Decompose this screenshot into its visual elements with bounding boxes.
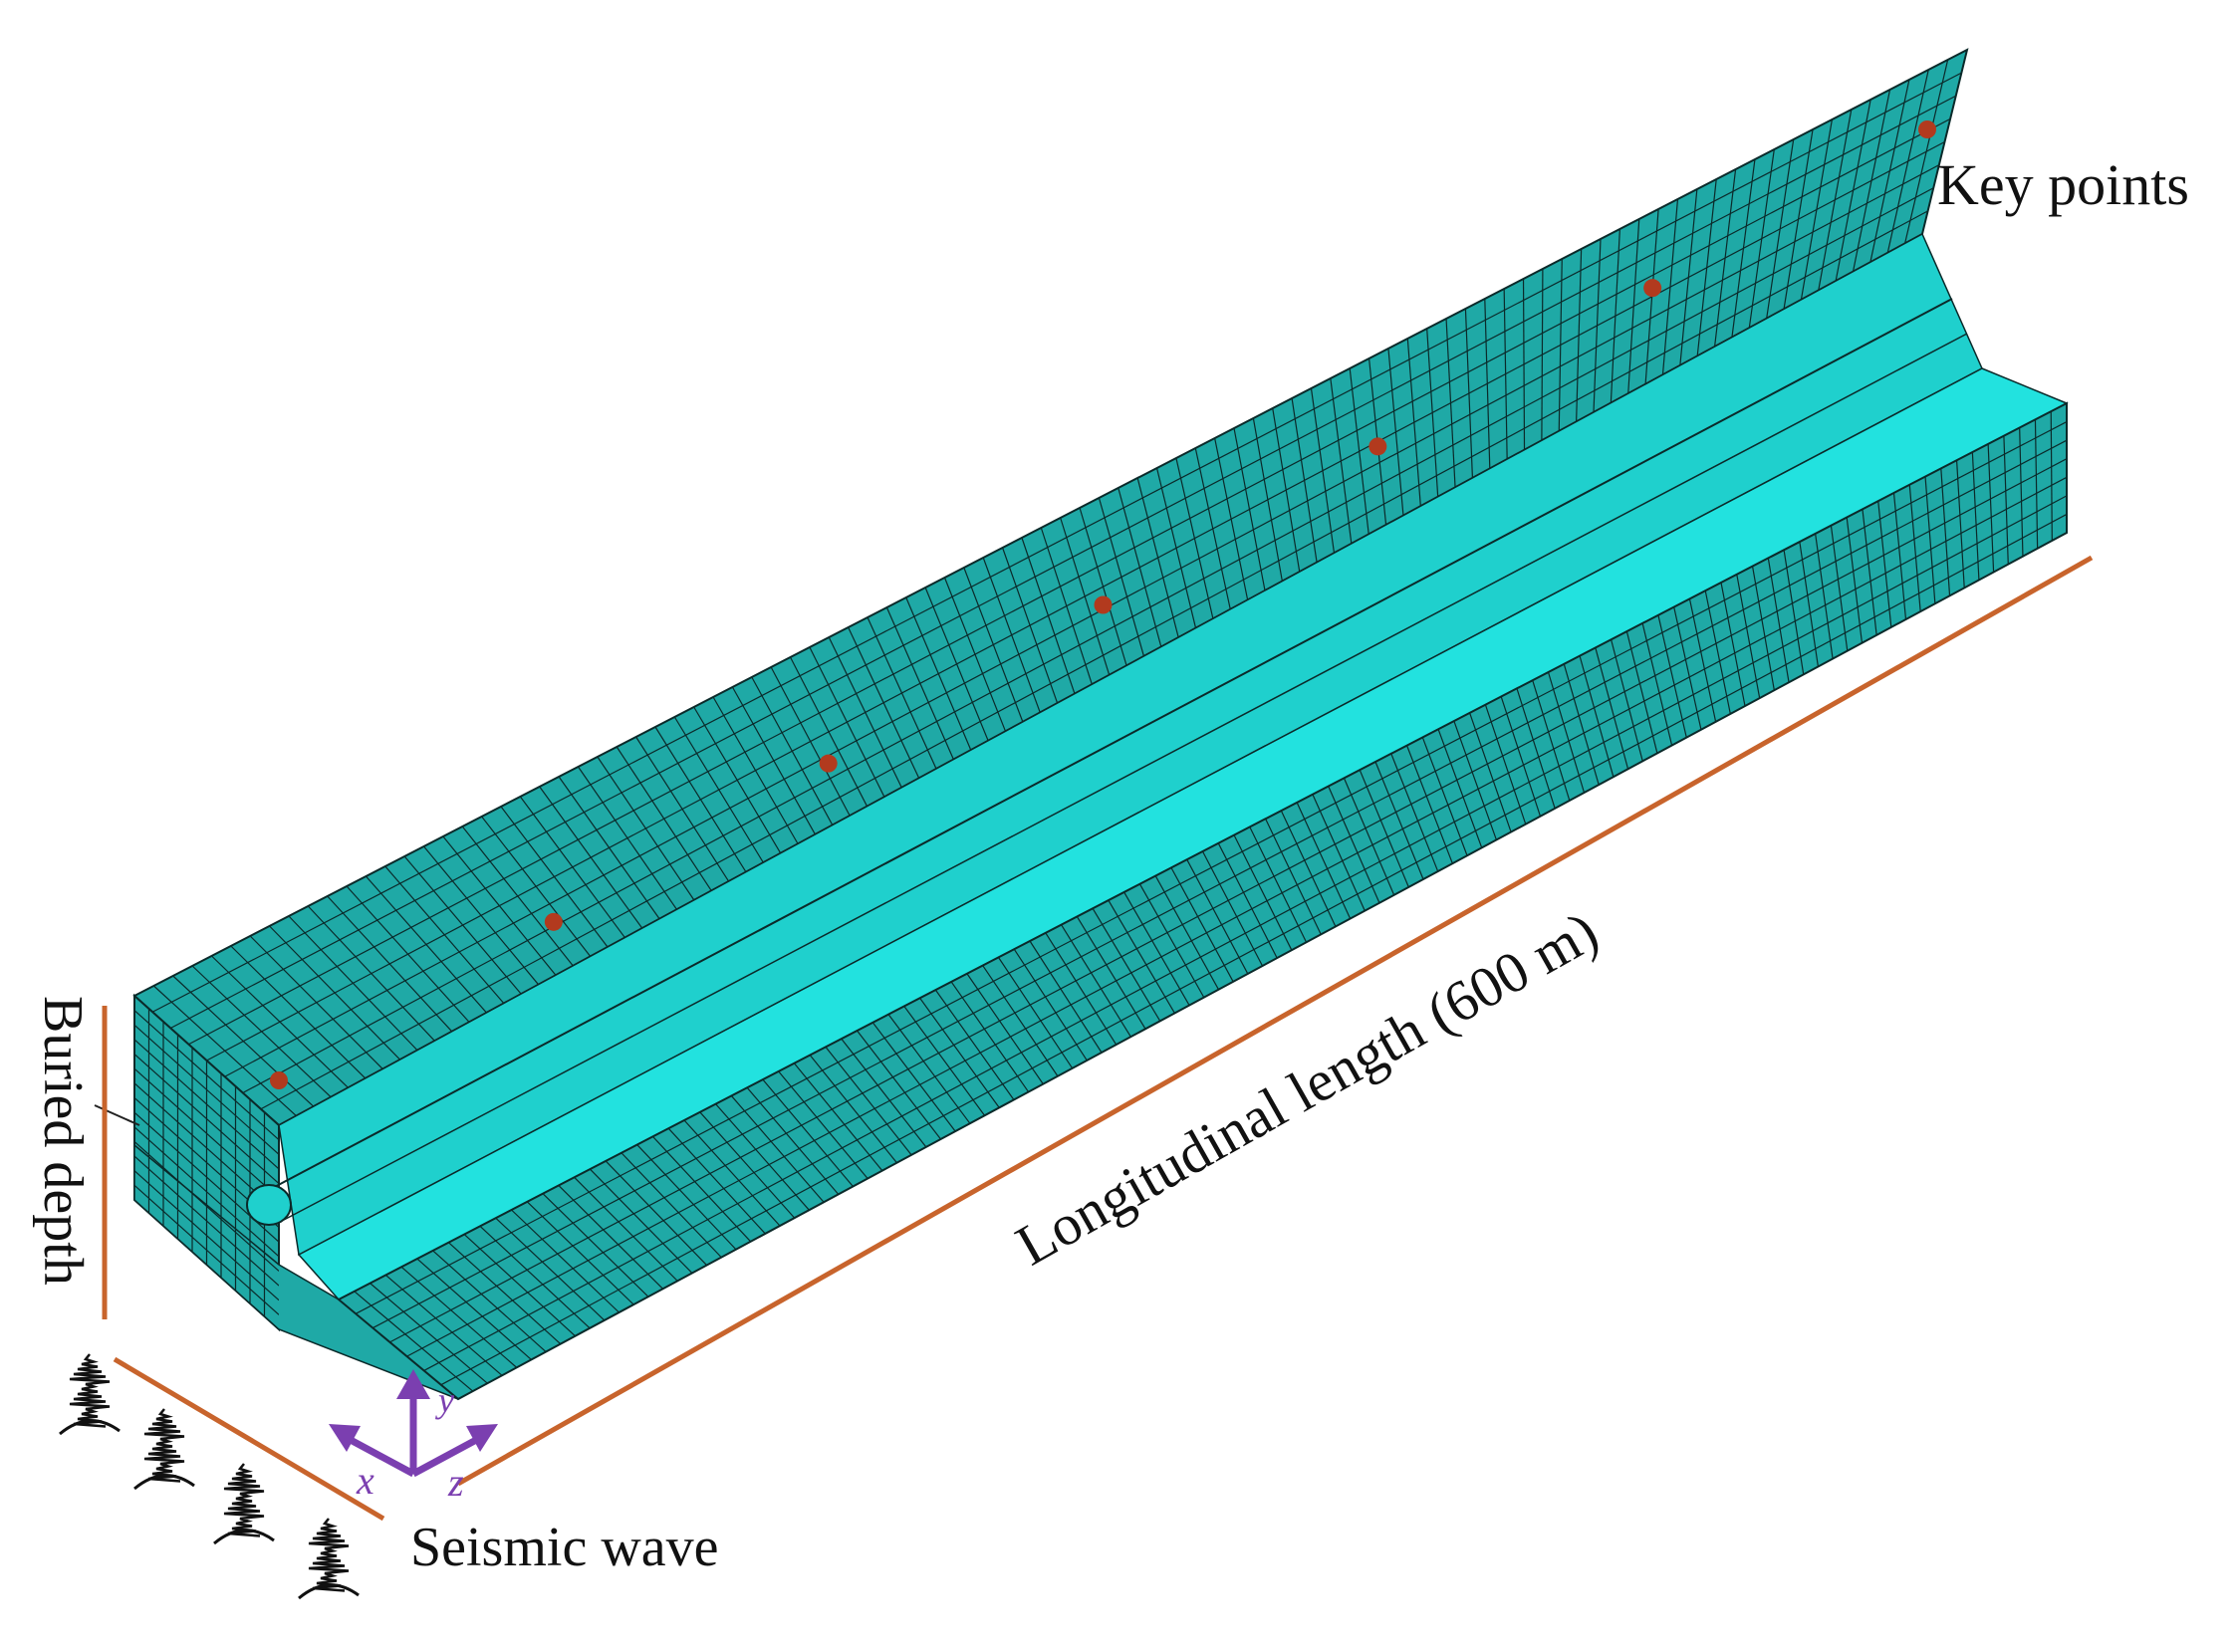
key-point-marker xyxy=(1918,120,1936,138)
key-points-group xyxy=(270,120,1936,1089)
x-axis-arrow xyxy=(347,1435,415,1478)
axis-label-y: y xyxy=(435,1380,454,1420)
key-point-marker xyxy=(544,912,563,931)
key-point-marker xyxy=(1643,279,1662,298)
seismic-wave-glyph xyxy=(298,1518,360,1600)
key-point-marker xyxy=(819,754,838,773)
seismic-wave-label: Seismic wave xyxy=(410,1517,718,1578)
axis-label-x: x xyxy=(356,1458,374,1503)
z-axis-arrow xyxy=(411,1435,480,1478)
tunnel-ridge-line-2 xyxy=(283,333,1968,1221)
seismic-wave-glyph xyxy=(59,1353,121,1436)
soil-mesh-block xyxy=(94,48,2069,1401)
mesh-top-grid xyxy=(151,59,1962,1117)
mesh-right-grid xyxy=(354,411,2067,1392)
tunnel-cross-section xyxy=(246,1184,292,1226)
key-point-marker xyxy=(270,1071,288,1089)
longitudinal-dimension-line xyxy=(456,555,2094,1487)
buried-depth-label: Buried depth xyxy=(32,996,94,1286)
key-point-marker xyxy=(1368,437,1387,456)
seismic-end-dimension-line xyxy=(113,1356,385,1522)
coordinate-axes xyxy=(329,1369,498,1478)
mesh-right-face xyxy=(337,401,2068,1401)
seismic-wave-glyph xyxy=(213,1463,275,1545)
seismic-wave-icon xyxy=(59,1353,360,1600)
key-point-marker xyxy=(1094,595,1113,614)
key-points-label: Key points xyxy=(1937,152,2189,217)
seismic-wave-glyph xyxy=(133,1408,195,1491)
buried-depth-leader xyxy=(94,1104,140,1126)
tunnel-ridge-line xyxy=(268,298,1953,1191)
axis-label-z: z xyxy=(447,1460,464,1505)
